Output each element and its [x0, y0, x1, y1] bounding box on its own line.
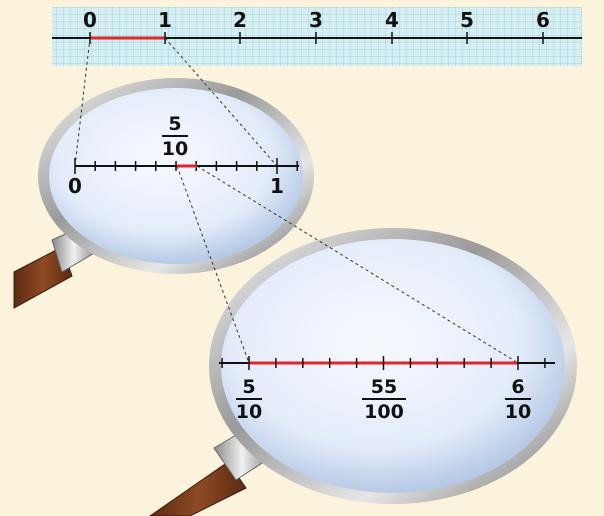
small-lens-glass [49, 88, 303, 264]
zoom1-annotation-numerator: 5 [168, 113, 181, 135]
zoom2-right-numerator: 6 [511, 376, 524, 398]
zoom1-ticks [74, 158, 298, 174]
zoom1-left-label: 0 [68, 174, 82, 198]
zoom2-right-denominator: 10 [505, 401, 531, 423]
top-label-1: 1 [158, 8, 172, 32]
top-label-3: 3 [309, 8, 323, 32]
guide-line-zoom-left [176, 165, 250, 364]
top-number-line: 0 1 2 3 4 5 6 [52, 7, 582, 66]
top-label-6: 6 [536, 8, 550, 32]
zoom2-number-line: 5 10 55 100 6 10 [219, 356, 555, 423]
zoom1-right-label: 1 [270, 174, 284, 198]
zoom2-middle-denominator: 100 [364, 401, 404, 423]
zoom2-left-numerator: 5 [242, 376, 255, 398]
zoom2-right-fraction: 6 10 [505, 376, 531, 423]
zoom2-middle-numerator: 55 [371, 376, 397, 398]
magnifying-glass-icon [209, 228, 577, 504]
zoom-guide-lines [74, 37, 519, 364]
zoom1-annotation-denominator: 10 [162, 138, 188, 160]
zoom1-fraction-annotation: 5 10 [162, 113, 188, 160]
top-label-4: 4 [385, 8, 399, 32]
zoom2-left-denominator: 10 [236, 401, 262, 423]
magnifying-glass-icon [38, 78, 314, 274]
large-lens-glass [221, 239, 565, 493]
top-label-5: 5 [460, 8, 474, 32]
zoom2-ticks [221, 356, 546, 370]
zoom1-number-line: 0 1 5 10 [68, 113, 299, 198]
guide-line-zoom-right [196, 165, 519, 364]
zoom2-middle-fraction: 55 100 [362, 376, 406, 423]
guide-line-top-right [164, 37, 278, 167]
zoom2-left-fraction: 5 10 [236, 376, 262, 423]
top-label-2: 2 [233, 8, 247, 32]
top-label-0: 0 [83, 8, 97, 32]
